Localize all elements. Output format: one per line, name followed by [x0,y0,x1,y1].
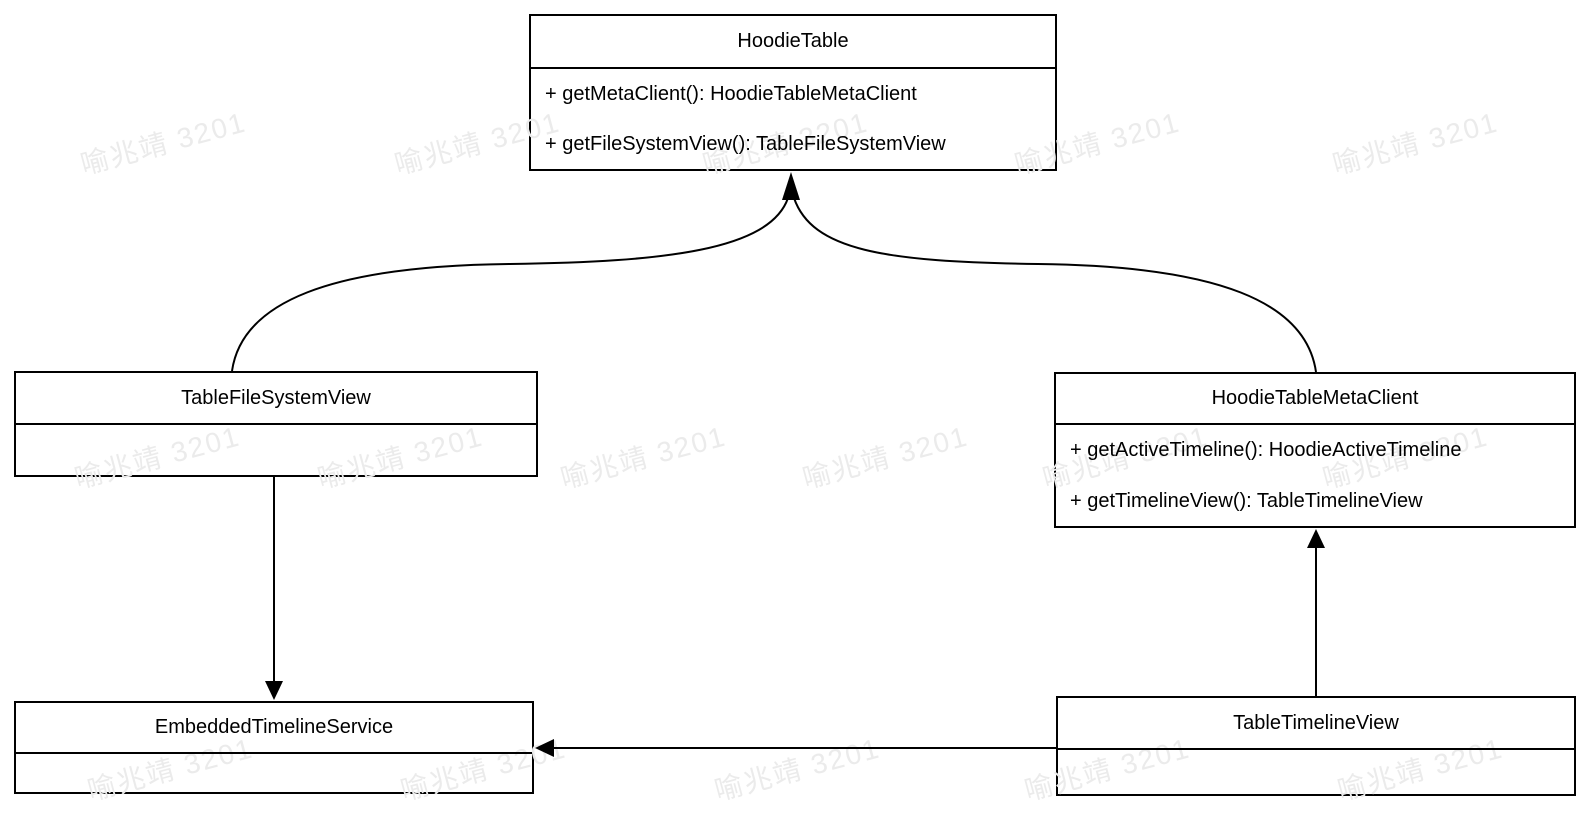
watermark-text: 喻兆靖 3201 [1329,106,1502,181]
watermark-text: 喻兆靖 3201 [77,106,250,181]
class-box-table-file-system-view: TableFileSystemView [14,371,538,477]
connector-tablefilesystemview-to-hoodietable [231,197,789,372]
empty-compartment [16,754,532,792]
arrowhead-down-embeddedtimelineservice [265,681,283,700]
method-get-timeline-view: + getTimelineView(): TableTimelineView [1070,489,1423,512]
class-methods: + getMetaClient(): HoodieTableMetaClient… [531,69,1055,169]
arrowhead-up-hoodietable [782,172,800,200]
class-box-table-timeline-view: TableTimelineView [1056,696,1576,796]
class-box-hoodie-table: HoodieTable + getMetaClient(): HoodieTab… [529,14,1057,171]
class-title: HoodieTableMetaClient [1056,374,1574,425]
class-box-embedded-timeline-service: EmbeddedTimelineService [14,701,534,794]
class-box-hoodie-table-meta-client: HoodieTableMetaClient + getActiveTimelin… [1054,372,1576,528]
watermark-text: 喻兆靖 3201 [799,420,972,495]
class-methods: + getActiveTimeline(): HoodieActiveTimel… [1056,425,1574,526]
arrowhead-up-hoodietablemetaclient [1307,529,1325,548]
method-get-active-timeline: + getActiveTimeline(): HoodieActiveTimel… [1070,439,1462,462]
empty-compartment [1058,750,1574,794]
arrowhead-left-embeddedtimelineservice [535,739,554,757]
connector-hoodietablemetaclient-to-hoodietable [793,197,1317,373]
class-title: TableFileSystemView [16,373,536,425]
method-get-file-system-view: + getFileSystemView(): TableFileSystemVi… [545,133,946,155]
class-title: TableTimelineView [1058,698,1574,750]
method-get-meta-client: + getMetaClient(): HoodieTableMetaClient [545,83,917,105]
empty-compartment [16,425,536,475]
watermark-text: 喻兆靖 3201 [557,420,730,495]
class-title: EmbeddedTimelineService [16,703,532,754]
watermark-text: 喻兆靖 3201 [711,732,884,807]
class-title: HoodieTable [531,16,1055,69]
